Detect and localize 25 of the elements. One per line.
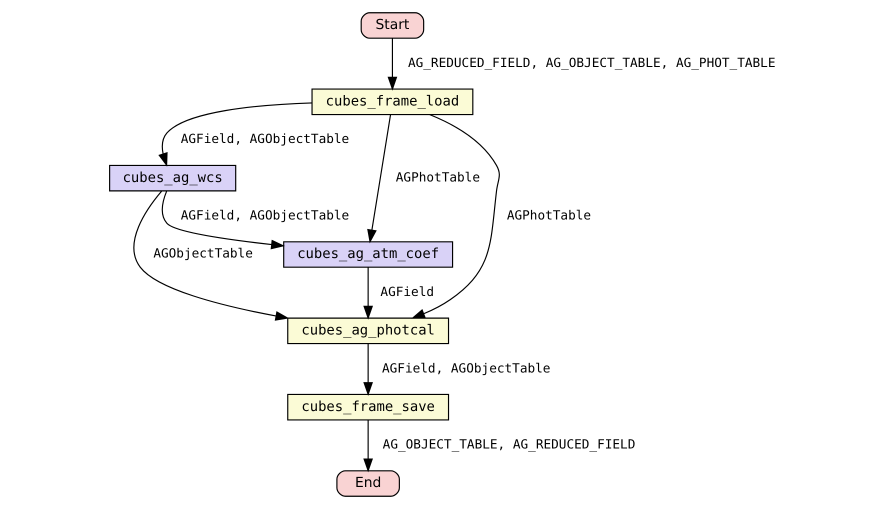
node-box: cubes_ag_wcs bbox=[109, 164, 236, 192]
edge-label: AGObjectTable bbox=[153, 246, 253, 261]
arrow bbox=[158, 102, 312, 167]
arrow bbox=[363, 420, 373, 472]
arrow bbox=[367, 114, 392, 244]
node-box: End bbox=[336, 470, 400, 497]
edge-label: AGField, AGObjectTable bbox=[180, 131, 350, 146]
arrow bbox=[363, 267, 373, 320]
node-box: Start bbox=[360, 12, 424, 39]
node-box: cubes_ag_photcal bbox=[287, 318, 450, 344]
arrow bbox=[363, 344, 373, 396]
edge-label: AGPhotTable bbox=[506, 208, 592, 223]
edge-label: AG_REDUCED_FIELD, AG_OBJECT_TABLE, AG_PHOT_TABLE bbox=[408, 54, 776, 70]
edge-label: AGField, AGObjectTable bbox=[180, 208, 350, 223]
edge-label: AGField bbox=[380, 284, 434, 299]
arrow bbox=[388, 38, 398, 91]
edge-label: AGField, AGObjectTable bbox=[382, 360, 550, 376]
node-box: cubes_frame_load bbox=[311, 88, 474, 116]
node-box: cubes_frame_save bbox=[287, 394, 450, 420]
edge-label: AG_OBJECT_TABLE, AG_REDUCED_FIELD bbox=[382, 436, 636, 452]
arrow bbox=[162, 190, 285, 250]
node-box: cubes_ag_atm_coef bbox=[283, 241, 454, 268]
arrow bbox=[133, 190, 290, 321]
edge-label: AGPhotTable bbox=[396, 169, 480, 184]
arrow bbox=[411, 114, 500, 319]
